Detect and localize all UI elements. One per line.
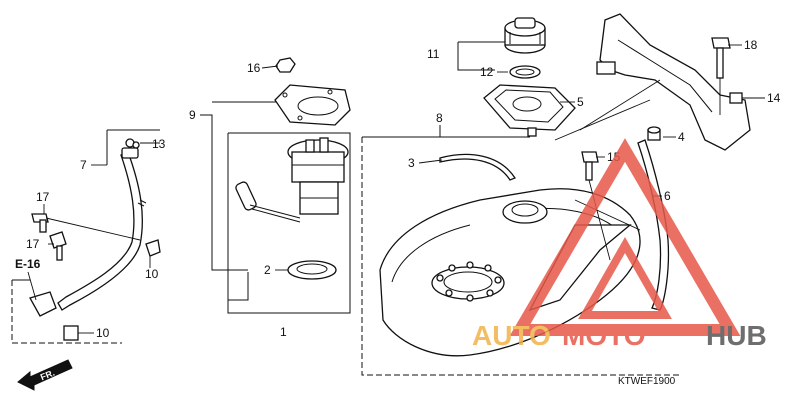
- leader-lines: [43, 44, 765, 334]
- callout-2: 2: [264, 263, 271, 277]
- diagram-code: KTWEF1900: [618, 376, 676, 387]
- breather-tube-3: [439, 153, 516, 181]
- nut-16: [275, 57, 296, 73]
- callout-8: 8: [436, 111, 443, 125]
- callout-16: 16: [247, 61, 261, 75]
- callout-11: 11: [427, 47, 440, 61]
- section-reference: E-16: [15, 257, 41, 301]
- callout-9: 9: [189, 108, 196, 122]
- hose-clamp-10-upper: [145, 239, 161, 257]
- callout-6: 6: [664, 189, 671, 203]
- callout-17-upper: 17: [36, 190, 50, 204]
- fuel-pump-assembly: [235, 57, 351, 280]
- callout-1: 1: [280, 325, 287, 339]
- bolt-17-upper: [31, 213, 141, 241]
- hose-clamp-10-lower: [63, 325, 79, 341]
- watermark-text-b: MOTO: [562, 320, 645, 351]
- callout-13: 13: [152, 137, 166, 151]
- watermark-text-c: HUB: [706, 320, 767, 351]
- callout-18: 18: [744, 38, 758, 52]
- callout-10-lower: 10: [96, 326, 110, 340]
- watermark: AUTO MOTO HUB: [472, 138, 767, 351]
- callout-7: 7: [80, 158, 87, 172]
- callout-14: 14: [767, 91, 781, 105]
- callout-4: 4: [678, 130, 685, 144]
- callout-10-upper: 10: [145, 267, 159, 281]
- tank-mounting-bracket: [596, 13, 751, 151]
- hose-clip-top: [121, 147, 139, 159]
- hose-clip-13: [125, 138, 140, 149]
- fuel-filler-cap: [504, 17, 546, 54]
- bolt-15: [581, 151, 599, 181]
- filler-drain-tray: [483, 84, 576, 137]
- callout-12: 12: [480, 65, 494, 79]
- group-frames: [11, 41, 680, 376]
- callout-17-lower: 17: [26, 237, 40, 251]
- hose-joint: [29, 291, 57, 317]
- section-ref-label: E-16: [15, 257, 41, 271]
- filler-cap-seal: [509, 65, 541, 79]
- pump-mounting-plate: [274, 84, 351, 126]
- fuel-level-float: [235, 181, 257, 211]
- bolt-17-lower: [49, 231, 67, 261]
- grommet-4: [647, 126, 661, 141]
- bolt-18: [711, 37, 731, 79]
- front-direction-arrow: FR.: [17, 359, 73, 391]
- callout-3: 3: [408, 156, 415, 170]
- callout-5: 5: [577, 95, 584, 109]
- watermark-text-a: AUTO: [472, 320, 551, 351]
- breather-hose-assembly: [29, 138, 161, 341]
